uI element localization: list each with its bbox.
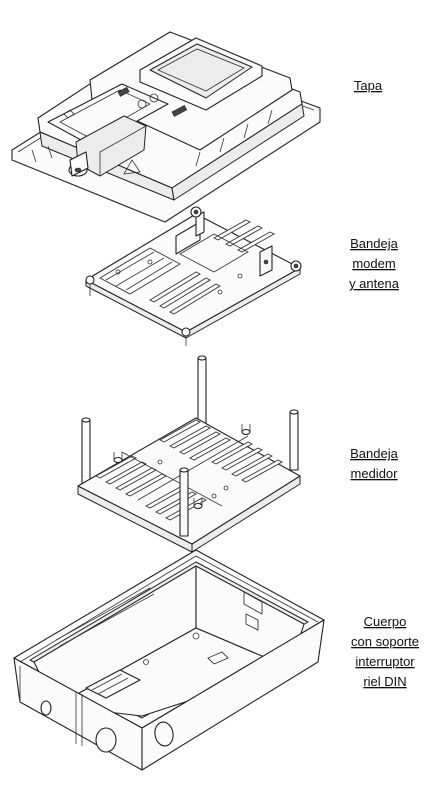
label-bandeja-modem-line-3: y antena bbox=[349, 276, 400, 291]
label-tapa-line-1: Tapa bbox=[354, 78, 383, 93]
bandeja-medidor-drawing bbox=[77, 355, 301, 553]
tapa-cover-drawing bbox=[11, 31, 321, 223]
label-bandeja-medidor-line-2: medidor bbox=[351, 466, 399, 481]
label-cuerpo-line-3: interruptor bbox=[355, 654, 415, 669]
label-bandeja-modem-line-1: Bandeja bbox=[350, 236, 398, 251]
label-bandeja-modem-line-2: modem bbox=[352, 256, 395, 271]
label-cuerpo-line-2: con soporte bbox=[351, 634, 419, 649]
label-bandeja-medidor-line-1: Bandeja bbox=[350, 446, 398, 461]
bandeja-modem-drawing bbox=[85, 206, 302, 346]
label-cuerpo-line-4: riel DIN bbox=[363, 674, 406, 689]
label-cuerpo-line-1: Cuerpo bbox=[364, 614, 407, 629]
cuerpo-body-drawing bbox=[13, 549, 325, 771]
